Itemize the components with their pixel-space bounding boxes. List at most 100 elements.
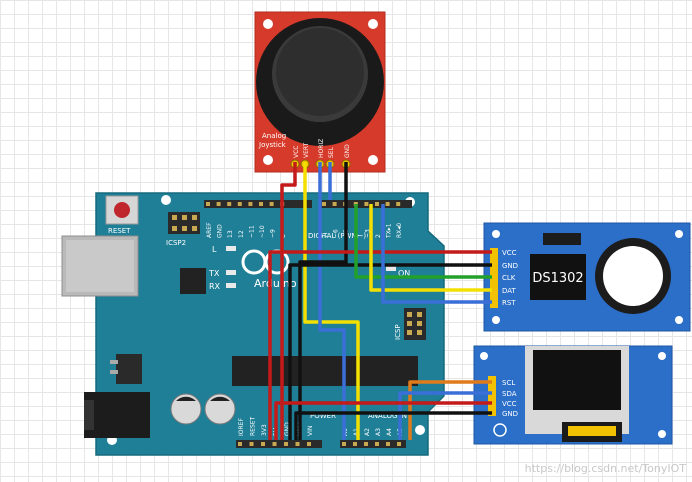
on-label: ON [398, 269, 410, 278]
wire-joystick-horiz [318, 162, 346, 440]
icsp-header [404, 308, 426, 340]
wire-joystick-vert [303, 162, 360, 440]
icsp2-label: ICSP2 [166, 239, 186, 247]
bottom-header-label: IOREF [238, 418, 245, 436]
wire-rtc-dat [369, 204, 492, 292]
bottom-header-pin [295, 442, 300, 446]
capacitor [170, 393, 202, 425]
top-header-label: TX▸1 [386, 223, 393, 239]
top-header-pin [269, 202, 274, 206]
top-header-pin [216, 202, 221, 206]
top-header-pin [206, 202, 210, 206]
wire-rtc-rst [381, 204, 492, 304]
wire-oled-gnd [294, 411, 492, 440]
top-header-label: GND [217, 224, 224, 238]
power-jack-lip [84, 400, 94, 430]
top-header-label: 12 [238, 230, 245, 238]
ds1302-chip [530, 254, 586, 300]
bottom-header-label: A2 [364, 428, 371, 436]
analog-label: ANALOG IN [368, 412, 407, 420]
top-header-label: 13 [227, 230, 234, 238]
led-tx-label: TX [208, 269, 220, 278]
joystick-pin-label: SEL [328, 146, 335, 158]
bottom-header-label: A3 [375, 428, 382, 436]
top-header-label: 2 [375, 234, 382, 238]
bottom-header-pin [386, 442, 390, 446]
oled-ribbon-contacts [568, 426, 616, 436]
wire-rtc-vcc [268, 250, 492, 440]
power-header [236, 440, 322, 448]
bottom-header-pin [284, 442, 288, 446]
bottom-header-pin [238, 442, 242, 446]
power-label: POWER [310, 412, 336, 420]
rtc-pin-label: GND [502, 262, 518, 270]
watermark: https://blog.csdn.net/TonyIOT [525, 462, 687, 475]
icsp-label: ICSP [394, 324, 402, 340]
usb-chip [180, 268, 206, 294]
capacitor [204, 393, 236, 425]
atmega-chip [232, 356, 418, 386]
oled-screen [533, 350, 621, 410]
reset-button-cap [114, 202, 130, 218]
oled-pin-label: VCC [502, 400, 517, 408]
bottom-header-label: 3V3 [261, 424, 268, 436]
usb-port-inner [66, 240, 134, 292]
top-header-label: ~10 [259, 225, 266, 238]
led-rx [226, 283, 236, 288]
bottom-header-pin [272, 442, 277, 446]
joystick-pin-label: VCC [293, 146, 300, 158]
top-header-label: RX◂0 [396, 223, 403, 238]
top-header-pin [385, 202, 390, 206]
oled-pin-label: GND [502, 410, 518, 418]
top-header-pin [237, 202, 242, 206]
joystick-title-1: Analog [262, 132, 286, 140]
rtc-pin-label: VCC [502, 249, 517, 257]
bottom-header-pin [375, 442, 379, 446]
coin-cell [603, 246, 663, 306]
top-header-pin [364, 202, 369, 206]
ds1302-chip-label: DS1302 [532, 271, 583, 286]
top-header-pin [227, 202, 232, 206]
wire-oled-vcc [274, 401, 492, 440]
joystick-pin-label: GND [344, 144, 351, 158]
arduino-brand: Arduino [254, 277, 297, 290]
top-header-label: AREF [206, 222, 213, 238]
bottom-header-pin [397, 442, 401, 446]
wire-rtc-gnd [288, 263, 492, 440]
bottom-header-pin [307, 442, 311, 446]
grove-logo-icon [493, 423, 507, 437]
top-header-pin [375, 202, 379, 206]
rtc-crystal [543, 233, 581, 245]
top-header-label: 7 [322, 234, 329, 238]
rtc-pin-label: DAT [502, 287, 517, 295]
bottom-header-label: RESET [250, 416, 257, 436]
led-l [226, 246, 236, 251]
led-rx-label: RX [209, 282, 221, 291]
bottom-header-pin [342, 442, 346, 446]
oled-pin-label: SCL [502, 379, 515, 387]
mounting-hole [415, 425, 425, 435]
wire-joystick-gnd [298, 162, 348, 440]
top-header-pin [248, 202, 253, 206]
wire-oled-scl [408, 380, 492, 440]
bottom-header-label: GND [284, 422, 291, 436]
led-tx [226, 270, 236, 275]
rtc-pin-header [490, 248, 498, 308]
bottom-header-pin [353, 442, 357, 446]
bottom-header-pin [249, 442, 254, 446]
reset-label: RESET [108, 227, 131, 235]
bottom-header-pin [261, 442, 265, 446]
bottom-header-pins [238, 442, 401, 446]
wire-joystick-vcc [280, 162, 297, 440]
rtc-pin-label: RST [502, 299, 516, 307]
joystick-pin-label: HORIZ [318, 139, 325, 158]
